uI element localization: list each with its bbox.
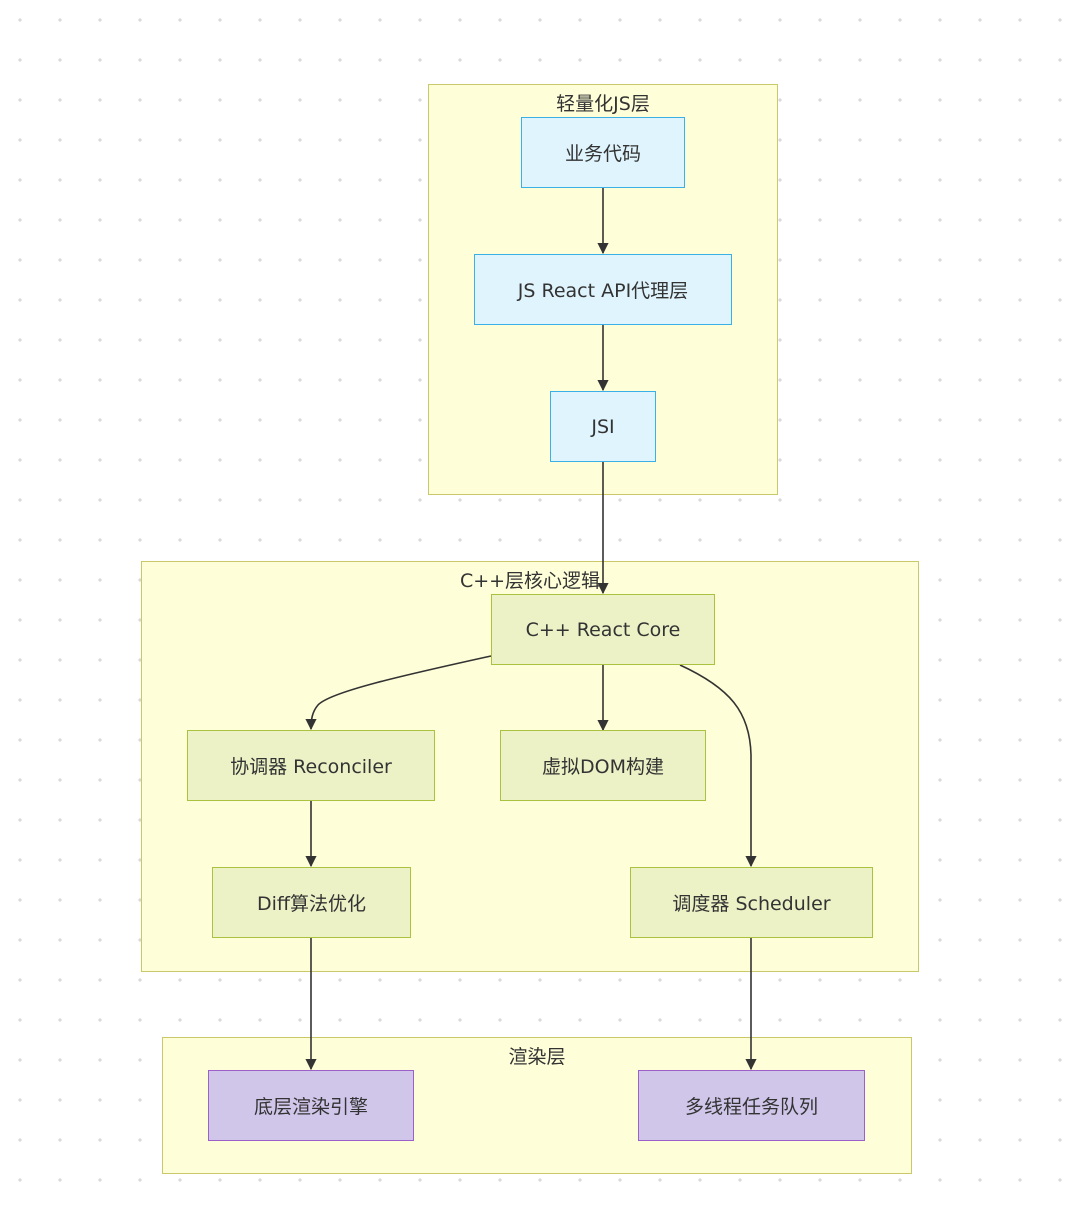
- node-multithread-queue[interactable]: 多线程任务队列: [638, 1070, 865, 1141]
- node-reconciler[interactable]: 协调器 Reconciler: [187, 730, 435, 801]
- node-business-code[interactable]: 业务代码: [521, 117, 685, 188]
- node-render-engine[interactable]: 底层渲染引擎: [208, 1070, 414, 1141]
- group-label-cpp-layer: C++层核心逻辑: [459, 570, 601, 592]
- node-diff-optimization[interactable]: Diff算法优化: [212, 867, 411, 938]
- group-label-render-layer: 渲染层: [508, 1046, 566, 1068]
- node-scheduler[interactable]: 调度器 Scheduler: [630, 867, 873, 938]
- group-label-js-layer: 轻量化JS层: [556, 93, 650, 115]
- node-js-react-api-proxy[interactable]: JS React API代理层: [474, 254, 732, 325]
- node-jsi[interactable]: JSI: [550, 391, 656, 462]
- node-cpp-react-core[interactable]: C++ React Core: [491, 594, 715, 665]
- node-virtual-dom[interactable]: 虚拟DOM构建: [500, 730, 706, 801]
